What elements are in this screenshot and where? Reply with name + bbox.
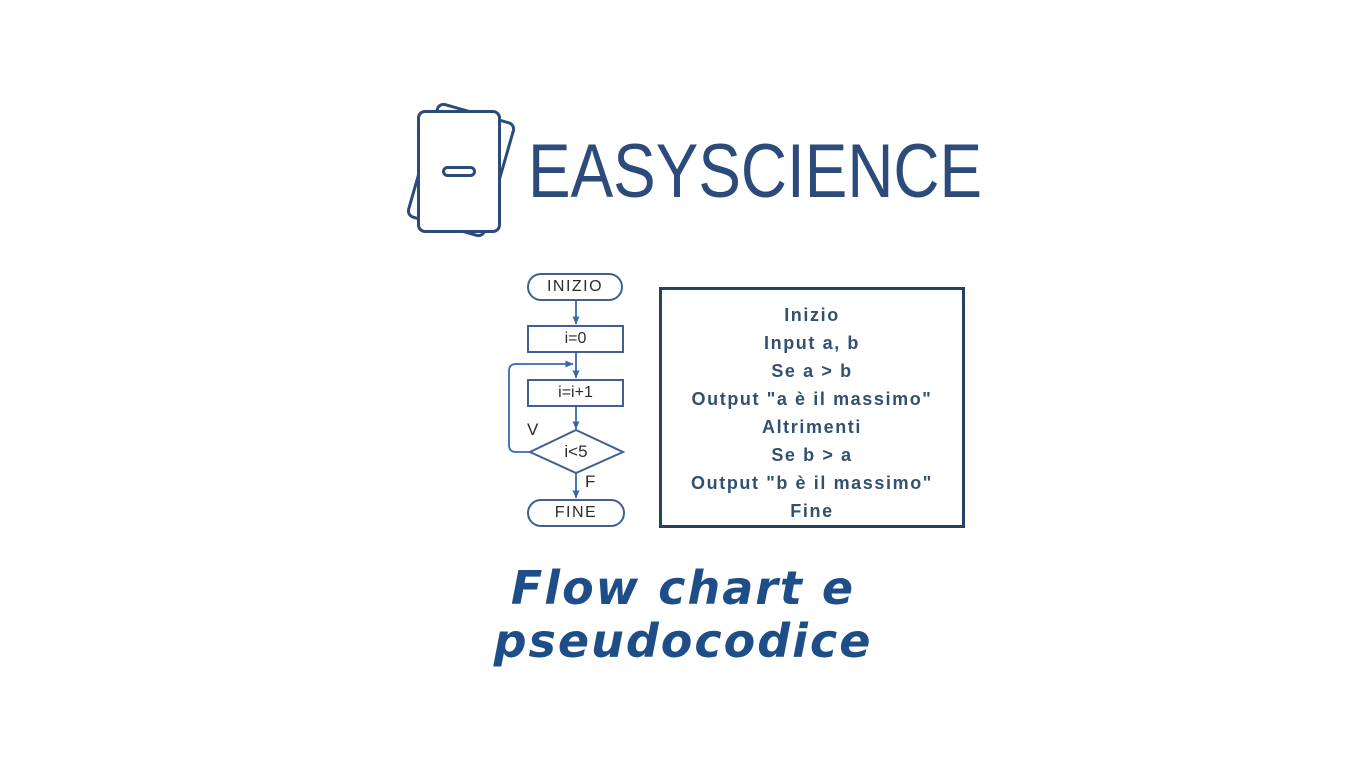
pseudocode-line: Se a > b xyxy=(771,361,853,381)
pseudocode-line: Altrimenti xyxy=(761,417,862,437)
logo-cards-icon xyxy=(398,96,528,241)
flowchart-node-decision-label: i<5 xyxy=(564,442,588,461)
flowchart-node-i0: i=0 xyxy=(527,325,624,353)
decision-diamond-shape xyxy=(527,428,626,475)
logo-title: EASYSCIENCE xyxy=(528,128,983,214)
flowchart-node-increment: i=i+1 xyxy=(527,379,624,407)
pseudocode-line: Fine xyxy=(790,501,834,521)
card-dash-shape xyxy=(442,166,476,177)
branch-label-true: V xyxy=(527,420,539,439)
caption-line-1: Flow chart e xyxy=(510,561,856,615)
flowchart-node-fine: FINE xyxy=(527,499,625,527)
pseudocode-line: Output "a è il massimo" xyxy=(691,389,933,409)
caption-line-2: pseudocodice xyxy=(493,614,873,668)
flowchart: INIZIO i=0 i=i+1 i<5 FINE V F xyxy=(505,270,655,535)
pseudocode-line: Input a, b xyxy=(764,333,860,353)
branch-label-false: F xyxy=(585,472,596,491)
flowchart-node-inizio: INIZIO xyxy=(527,273,623,301)
caption: Flow chart e pseudocodice xyxy=(458,562,908,668)
loop-back-arrow xyxy=(508,360,574,453)
pseudocode-box: Inizio Input a, b Se a > b Output "a è i… xyxy=(659,287,965,528)
card-front-shape xyxy=(417,110,501,233)
pseudocode-line: Output "b è il massimo" xyxy=(691,473,933,493)
pseudocode-line: Inizio xyxy=(784,305,840,325)
flowchart-connectors xyxy=(508,301,626,499)
pseudocode-line: Se b > a xyxy=(771,445,853,465)
